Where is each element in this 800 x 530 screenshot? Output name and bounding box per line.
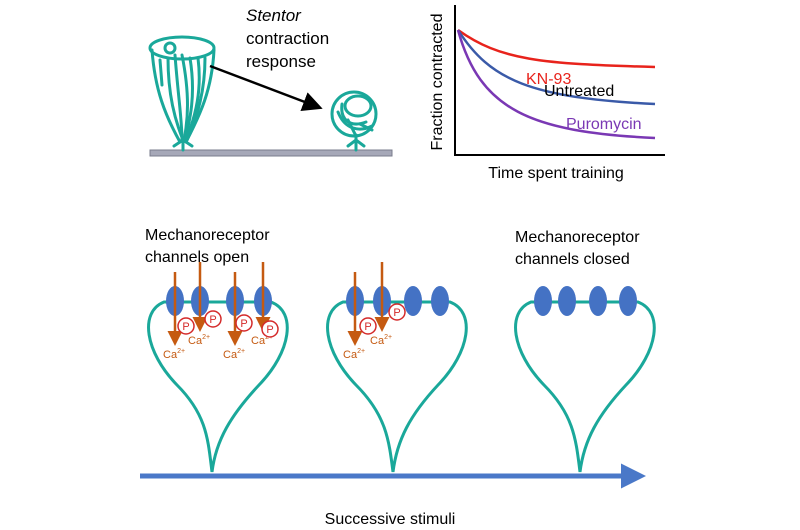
phosphate-icon bbox=[204, 310, 222, 328]
contraction-arrow bbox=[209, 64, 323, 112]
puromycin-curve bbox=[456, 29, 656, 140]
stentor-caption-line3: response bbox=[246, 52, 316, 71]
phosphate-label: P bbox=[240, 318, 247, 330]
kn93-curve bbox=[457, 28, 656, 69]
stentor-contracted bbox=[330, 90, 378, 152]
phosphate-icon bbox=[235, 314, 253, 332]
cell-3 bbox=[514, 286, 656, 473]
stentor-caption-italic: Stentor bbox=[246, 6, 302, 25]
phosphate-icon bbox=[359, 317, 377, 335]
phosphate-label: P bbox=[364, 321, 371, 333]
calcium-label: Ca2+ bbox=[163, 348, 185, 361]
graph-axes bbox=[454, 5, 665, 156]
open-label-2: channels open bbox=[145, 249, 249, 266]
stentor-extended bbox=[148, 35, 216, 152]
untreated-curve bbox=[456, 29, 656, 106]
untreated-label: Untreated bbox=[544, 83, 614, 100]
stentor-panel: Stentor contraction response bbox=[148, 6, 393, 157]
kn93-label: KN-93 bbox=[526, 71, 571, 88]
phosphate-icon bbox=[261, 320, 279, 338]
open-label-1: Mechanoreceptor bbox=[145, 227, 270, 244]
cell-2: Ca2+Ca2+PP bbox=[326, 262, 468, 473]
cell-membrane bbox=[147, 300, 289, 473]
substrate bbox=[149, 149, 393, 157]
channel-icon bbox=[558, 286, 576, 316]
closed-label-2: channels closed bbox=[515, 251, 630, 268]
calcium-label: Ca2+ bbox=[343, 348, 365, 361]
calcium-label: Ca2+ bbox=[223, 348, 245, 361]
stimuli-label: Successive stimuli bbox=[325, 511, 456, 528]
x-axis-label: Time spent training bbox=[488, 165, 623, 182]
channel-icon bbox=[431, 286, 449, 316]
cell-membrane bbox=[514, 300, 656, 473]
phosphate-icon bbox=[388, 303, 406, 321]
phosphate-label: P bbox=[266, 324, 273, 336]
calcium-label: Ca2+ bbox=[188, 334, 210, 347]
y-axis-label: Fraction contracted bbox=[429, 14, 446, 151]
phosphate-label: P bbox=[209, 314, 216, 326]
training-graph: KN-93 Untreated Puromycin Fraction contr… bbox=[429, 5, 665, 182]
phosphate-icon bbox=[177, 317, 195, 335]
phosphate-label: P bbox=[182, 321, 189, 333]
channel-icon bbox=[589, 286, 607, 316]
closed-label-1: Mechanoreceptor bbox=[515, 229, 640, 246]
phosphate-label: P bbox=[393, 307, 400, 319]
cell-membrane bbox=[326, 300, 468, 473]
puromycin-label: Puromycin bbox=[566, 116, 642, 133]
channel-icon bbox=[619, 286, 637, 316]
channel-icon bbox=[404, 286, 422, 316]
channel-icon bbox=[534, 286, 552, 316]
calcium-label: Ca2+ bbox=[370, 334, 392, 347]
stentor-caption-line2: contraction bbox=[246, 29, 329, 48]
